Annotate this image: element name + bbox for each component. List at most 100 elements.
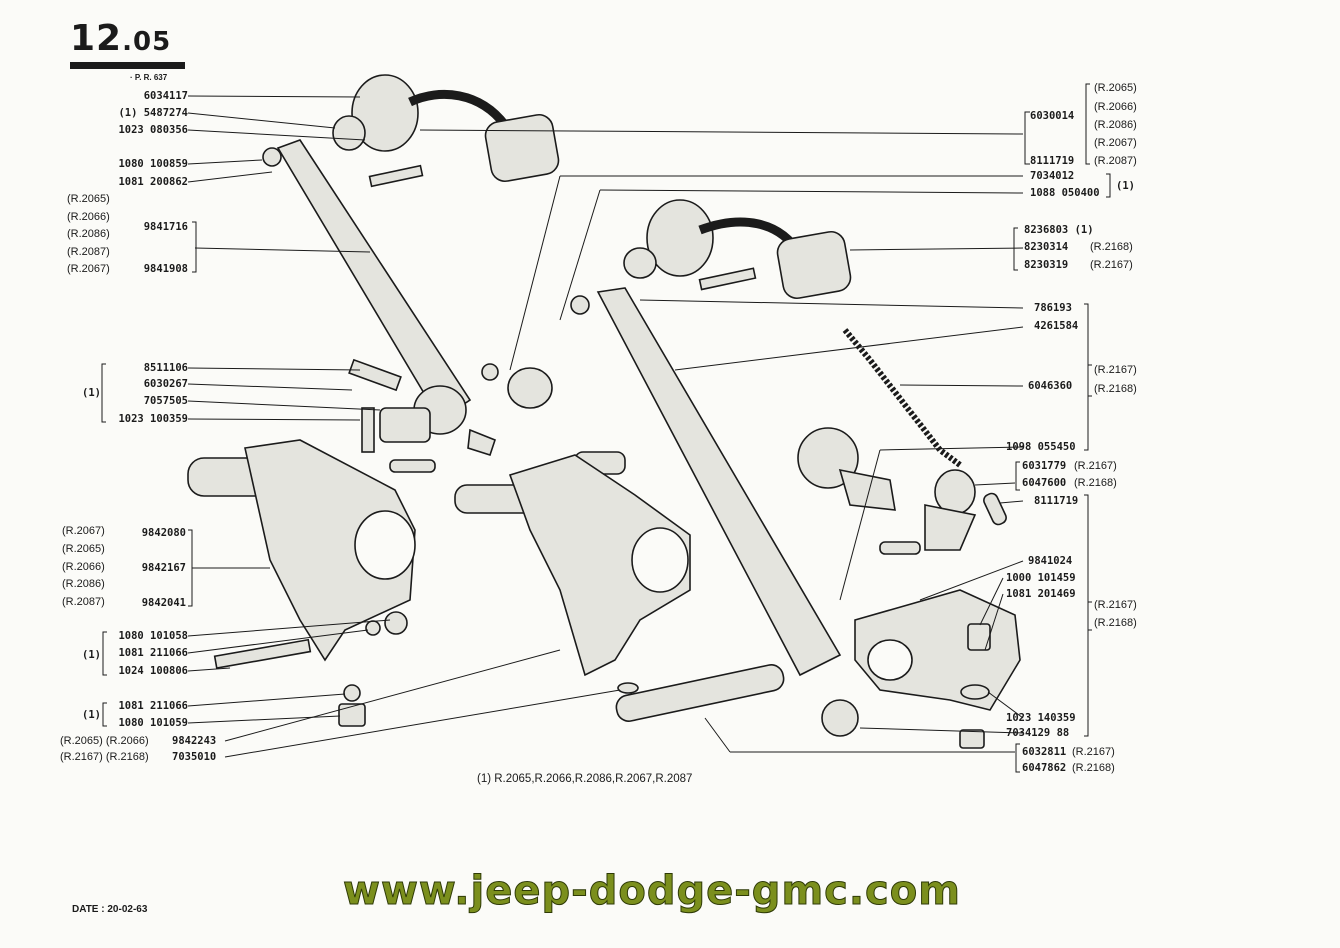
part-1080-100859: 1080 100859 — [118, 158, 188, 170]
section-minor: .05 — [122, 27, 172, 57]
note-1-right: (1) — [1116, 180, 1135, 192]
ref-r2087-b: (R.2087) — [62, 596, 105, 608]
pin-left — [389, 459, 436, 473]
housing-bore-left — [354, 510, 416, 580]
part-9841716: 9841716 — [143, 221, 188, 233]
part-1081-201469: 1081 201469 — [1006, 588, 1076, 600]
ref-r2067-b: (R.2067) — [62, 525, 105, 537]
part-6030267: 6030267 — [143, 378, 188, 390]
bolt-7034129 — [959, 729, 985, 749]
spring-left — [348, 358, 402, 392]
ref-r2087: (R.2087) — [67, 246, 110, 258]
part-6031779: 6031779 — [1022, 460, 1067, 472]
pedal-pad-left — [484, 113, 560, 183]
part-6047862: 6047862 — [1022, 762, 1067, 774]
housing-bore-center — [631, 527, 689, 593]
part-1080-101058: 1080 101058 — [118, 630, 188, 642]
lever-bushing-left — [379, 407, 431, 443]
cross-shaft — [615, 664, 785, 722]
part-1081-211066: 1081 211066 — [118, 647, 188, 659]
ref-r2167-c: (R.2167) — [1074, 460, 1117, 472]
ref-r2167-r2168: (R.2167) (R.2168) — [60, 751, 149, 763]
part-9842167: 9842167 — [141, 562, 186, 574]
part-6032811: 6032811 — [1022, 746, 1067, 758]
pedal-washer-right — [623, 247, 657, 279]
ref-r2086-b: (R.2086) — [62, 578, 105, 590]
washer-1081-211066 — [365, 620, 381, 636]
pedal-bolt-right — [698, 267, 757, 291]
ref-r2087-c: (R.2087) — [1094, 155, 1137, 167]
pedal-bracket-housing-left — [244, 439, 416, 662]
pin-right — [879, 541, 921, 555]
ref-r2168-e: (R.2168) — [1072, 762, 1115, 774]
section-major: 12 — [70, 18, 123, 59]
part-6034117: 6034117 — [143, 90, 188, 102]
pedal-bolt-left — [368, 164, 424, 188]
part-7034012: 7034012 — [1030, 170, 1075, 182]
ref-r2065-r2066: (R.2065) (R.2066) — [60, 735, 149, 747]
part-8230319: 8230319 — [1024, 259, 1069, 271]
part-7035010: 7035010 — [172, 751, 217, 763]
pedal-washer-left — [332, 115, 366, 151]
ref-r2167-a: (R.2167) — [1090, 259, 1133, 271]
section-number: 12.05 — [70, 18, 171, 59]
part-1024-100806: 1024 100806 — [118, 665, 188, 677]
part-1098-055450: 1098 055450 — [1006, 441, 1076, 453]
ref-r2066-c: (R.2066) — [1094, 101, 1137, 113]
pedal-pad-disc-left — [351, 74, 419, 152]
housing-bore-right — [867, 639, 913, 681]
part-9841908: 9841908 — [143, 263, 188, 275]
part-786193: 786193 — [1034, 302, 1072, 314]
plate-reference: · P. R. 637 — [130, 73, 168, 82]
bushing-6032811 — [821, 699, 859, 737]
part-7034129: 7034129 88 — [1006, 727, 1070, 739]
ref-r2168-c: (R.2168) — [1074, 477, 1117, 489]
note-1-left-c: (1) — [82, 709, 101, 721]
part-1023-100359: 1023 100359 — [118, 413, 188, 425]
part-4261584: 4261584 — [1034, 320, 1079, 332]
long-bolt-left — [213, 638, 312, 669]
return-spring-6046360 — [842, 328, 962, 468]
ref-r2065-c: (R.2065) — [1094, 82, 1137, 94]
ref-r2086-c: (R.2086) — [1094, 119, 1137, 131]
ref-r2067: (R.2067) — [67, 263, 110, 275]
part-5487274: (1) 5487274 — [118, 107, 188, 119]
nut-1080-101058 — [384, 611, 408, 635]
part-9842080: 9842080 — [141, 527, 186, 539]
ref-r2066: (R.2066) — [67, 211, 110, 223]
pedal-lever-left — [276, 139, 472, 422]
ref-r2167-e: (R.2167) — [1072, 746, 1115, 758]
ref-r2167-d: (R.2167) — [1094, 599, 1137, 611]
applicability-footnote: (1) R.2065,R.2066,R.2086,R.2067,R.2087 — [477, 773, 693, 785]
small-nut-left — [481, 363, 499, 381]
part-6030014: 6030014 — [1030, 110, 1075, 122]
washer-lower-left — [343, 684, 361, 702]
collar-left — [507, 367, 553, 409]
ref-r2168-d: (R.2168) — [1094, 617, 1137, 629]
part-1000-101459: 1000 101459 — [1006, 572, 1076, 584]
pedal-pad-right — [776, 230, 852, 300]
part-8236803: 8236803 (1) — [1024, 224, 1094, 236]
part-9841024: 9841024 — [1028, 555, 1073, 567]
part-8511106: 8511106 — [143, 362, 188, 374]
pedal-lever-right — [596, 287, 842, 677]
bracket-plate-left — [467, 428, 496, 457]
note-1-left: (1) — [82, 387, 101, 399]
ref-r2066-b: (R.2066) — [62, 561, 105, 573]
ref-r2168-b: (R.2168) — [1094, 383, 1137, 395]
part-1023-140359: 1023 140359 — [1006, 712, 1076, 724]
ref-r2065: (R.2065) — [67, 193, 110, 205]
lever-nut-right — [570, 295, 590, 315]
key-7035010 — [617, 682, 639, 694]
clevis-right — [838, 468, 896, 511]
part-9842243: 9842243 — [172, 735, 217, 747]
part-6047600: 6047600 — [1022, 477, 1067, 489]
ref-r2086: (R.2086) — [67, 228, 110, 240]
header-rule — [70, 62, 185, 69]
nut-lower-left — [338, 703, 366, 727]
lever-arm-6031779 — [924, 504, 977, 551]
part-8230314: 8230314 — [1024, 241, 1069, 253]
clip-8111719 — [983, 492, 1007, 526]
pedal-bracket-housing-center — [508, 454, 691, 677]
